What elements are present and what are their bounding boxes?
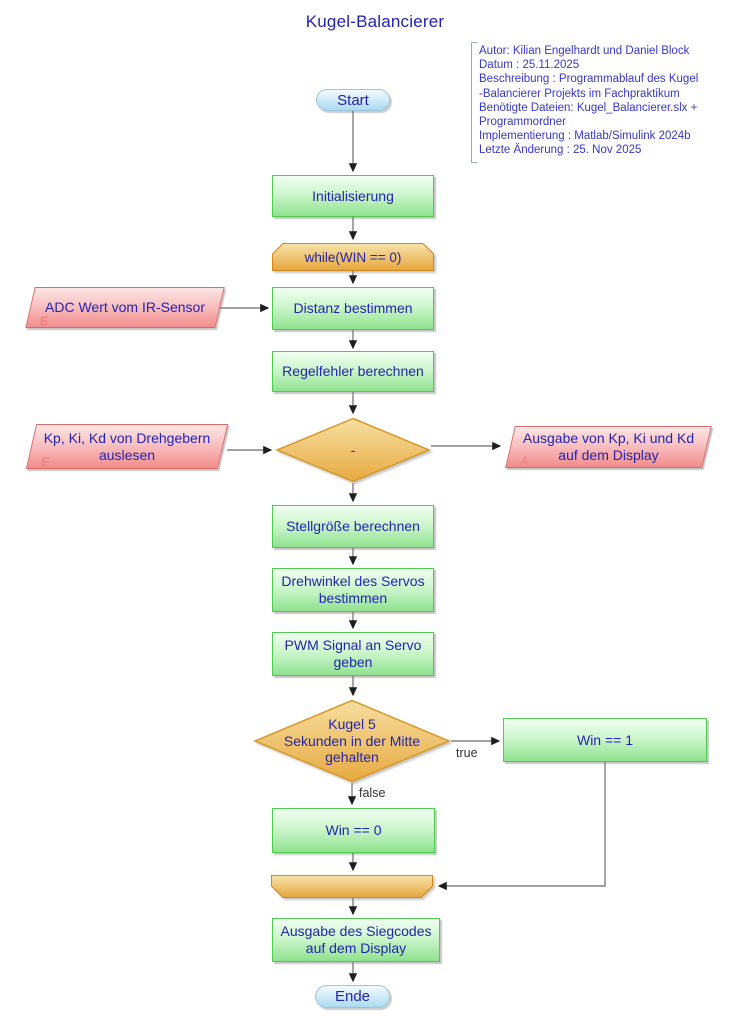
decision-kugel-shape	[253, 699, 451, 783]
node-start-label: Start	[337, 91, 369, 109]
node-initialisierung: Initialisierung	[272, 175, 434, 217]
node-ende: Ende	[315, 985, 390, 1008]
node-initialisierung-label: Initialisierung	[312, 187, 394, 204]
node-win0: Win == 0	[272, 808, 435, 853]
node-regelfehler: Regelfehler berechnen	[272, 351, 434, 392]
node-pwm: PWM Signal an Servo geben	[272, 632, 434, 676]
edge-label-false: false	[359, 786, 386, 800]
node-kp-input-marker-wrap: E	[31, 424, 223, 469]
node-ende-label: Ende	[334, 988, 371, 1005]
merge-junction	[271, 875, 433, 898]
node-win0-label: Win == 0	[325, 822, 382, 838]
node-drehwinkel: Drehwinkel des Servos bestimmen	[272, 568, 434, 612]
decision-pid-shape	[275, 417, 431, 483]
node-while-shape	[272, 243, 434, 271]
output-marker-a: A	[520, 454, 529, 468]
node-start: Start	[316, 89, 390, 111]
annotation-bracket	[471, 42, 477, 163]
node-kp-input-label: Kp, Ki, Kd von Drehgebern auslesen	[43, 429, 211, 463]
node-stellgroesse-label: Stellgröße berechnen	[286, 518, 420, 534]
node-adc-input-label: ADC Wert vom IR-Sensor	[45, 299, 205, 315]
node-siegcode-label: Ausgabe des Siegcodes auf dem Display	[280, 923, 432, 956]
edge-win1-merge	[437, 762, 606, 891]
edge-label-true: true	[456, 746, 478, 760]
node-kp-output-marker-wrap: A	[510, 426, 707, 468]
node-win1: Win == 1	[503, 718, 707, 762]
node-regelfehler-label: Regelfehler berechnen	[282, 363, 424, 379]
node-stellgroesse: Stellgröße berechnen	[272, 505, 434, 548]
node-drehwinkel-label: Drehwinkel des Servos bestimmen	[281, 573, 425, 606]
annotation-text: Autor: Kilian Engelhardt und Daniel Bloc…	[479, 45, 699, 157]
node-win1-label: Win == 1	[576, 731, 634, 748]
input-marker-e2: E	[41, 455, 50, 469]
node-distanz-label: Distanz bestimmen	[293, 300, 413, 316]
node-distanz: Distanz bestimmen	[272, 287, 434, 330]
input-marker-e: E	[40, 314, 49, 328]
node-pwm-label: PWM Signal an Servo geben	[284, 637, 422, 670]
node-adc-input-marker-wrap: E	[30, 287, 220, 328]
page-title: Kugel-Balancierer	[305, 12, 445, 31]
node-siegcode: Ausgabe des Siegcodes auf dem Display	[272, 918, 440, 962]
node-kp-output-label: Ausgabe von Kp, Ki und Kd auf dem Displa…	[522, 430, 695, 463]
